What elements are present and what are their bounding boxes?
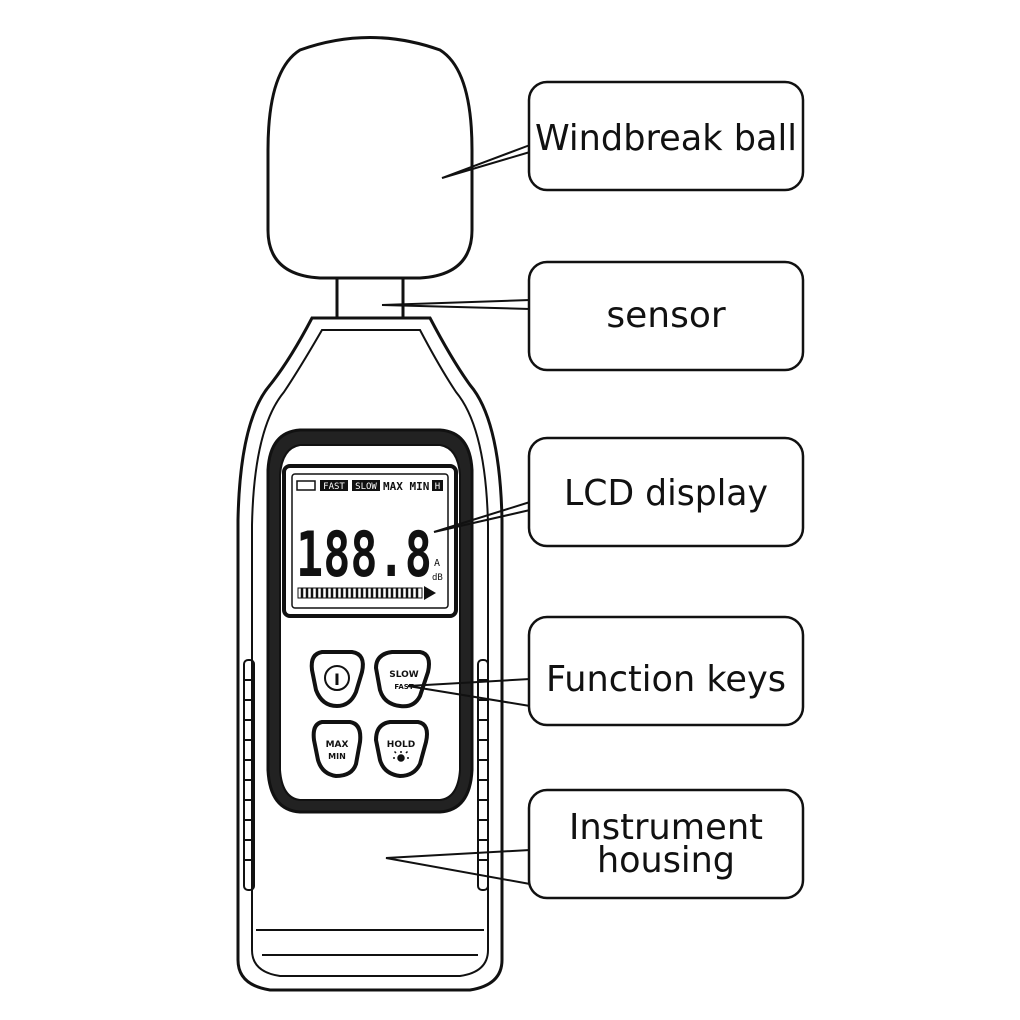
leader-sensor	[381, 299, 531, 310]
power-key[interactable]: I	[309, 650, 365, 709]
leader-function-keys	[407, 678, 531, 707]
power-icon	[324, 665, 350, 691]
max-min-key-label-bottom: MIN	[328, 752, 346, 761]
hold-key-label: HOLD	[387, 740, 415, 750]
battery-icon	[296, 480, 316, 491]
slow-fast-key-label-bottom: FAST	[394, 683, 413, 691]
lcd-status-hold: H	[435, 482, 440, 492]
callout-lcd-display-text: LCD display	[564, 473, 768, 514]
callout-function-keys: Function keys	[527, 615, 805, 727]
lcd-reading: 188.8	[296, 518, 432, 591]
lcd-bargraph	[297, 586, 436, 600]
callout-instrument-housing: Instrument housing	[527, 788, 805, 900]
hold-key[interactable]: HOLD	[373, 720, 429, 779]
left-side-grip	[243, 659, 255, 891]
callout-windbreak-ball-text: Windbreak ball	[535, 118, 797, 159]
housing-base-lines	[256, 929, 484, 956]
leader-lines	[381, 144, 531, 885]
callout-sensor-text: sensor	[606, 295, 726, 336]
lcd-status-fast: FAST	[323, 482, 345, 492]
lcd-status-slow: SLOW	[355, 482, 377, 492]
callout-windbreak-ball: Windbreak ball	[527, 80, 805, 192]
right-side-grip	[477, 659, 489, 891]
max-min-key-label-top: MAX	[326, 740, 349, 750]
lcd-screen	[291, 473, 449, 609]
sensor-neck	[335, 278, 405, 318]
callout-sensor: sensor	[527, 260, 805, 372]
power-key-symbol: I	[334, 670, 340, 689]
leader-lcd	[433, 501, 531, 533]
callout-lcd-display: LCD display	[527, 436, 805, 548]
lcd-status-maxmin: MAX MIN	[383, 480, 429, 493]
lcd-unit-weighting: A	[434, 558, 440, 569]
max-min-key[interactable]: MAX MIN	[311, 720, 363, 779]
callout-instrument-housing-text-line2: housing	[597, 840, 735, 881]
leader-windbreak	[441, 144, 531, 179]
slow-indicator-box	[352, 480, 380, 491]
slow-fast-key-label-top: SLOW	[389, 670, 419, 680]
backlight-icon	[393, 750, 409, 762]
callout-instrument-housing-text-line1: Instrument	[569, 807, 763, 848]
slow-fast-key[interactable]: SLOW FAST	[373, 650, 431, 709]
leader-housing	[385, 849, 531, 885]
callout-function-keys-text: Function keys	[546, 659, 786, 700]
windbreak-ball	[266, 36, 474, 280]
lcd-unit-db: dB	[432, 573, 443, 583]
fast-indicator-box	[320, 480, 348, 491]
housing-inner-line	[251, 329, 489, 977]
hold-indicator-box	[432, 480, 443, 491]
